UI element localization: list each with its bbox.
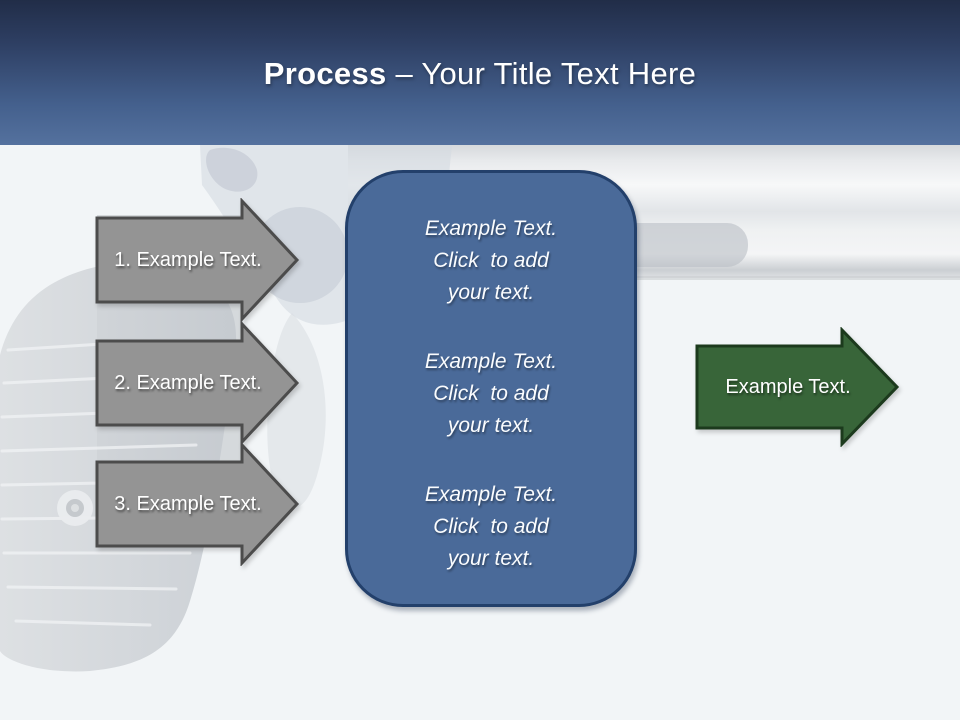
placeholder-line: Example Text. — [424, 217, 558, 240]
right-arrow-shape-icon — [95, 442, 300, 566]
placeholder-line: your text. — [447, 547, 535, 570]
title-bar: Process – Your Title Text Here — [0, 0, 960, 145]
placeholder-line: Click to add — [433, 382, 549, 405]
step-arrow-2-label: 2. Example Text. — [114, 371, 262, 394]
placeholder-text-block-3[interactable]: Example Text. Click to add your text. — [348, 479, 634, 575]
placeholder-line: Example Text. — [424, 483, 558, 506]
right-arrow-shape-icon — [95, 321, 300, 445]
text-panel: Example Text. Click to add your text. Ex… — [345, 170, 637, 607]
step-arrow-3-label: 3. Example Text. — [114, 492, 262, 515]
result-arrow[interactable]: Example Text. — [695, 327, 900, 447]
right-arrow-shape-icon — [695, 327, 900, 447]
page-title-rest: – Your Title Text Here — [395, 56, 697, 91]
page-title[interactable]: Process – Your Title Text Here — [0, 52, 960, 96]
placeholder-line: your text. — [447, 414, 535, 437]
placeholder-line: Click to add — [433, 249, 549, 272]
page-title-emphasis: Process — [263, 56, 387, 91]
step-arrow-1[interactable]: 1. Example Text. — [95, 198, 300, 322]
right-arrow-shape-icon — [95, 198, 300, 322]
step-arrow-1-label: 1. Example Text. — [114, 248, 262, 271]
result-arrow-label: Example Text. — [725, 375, 851, 398]
step-arrow-2[interactable]: 2. Example Text. — [95, 321, 300, 445]
placeholder-line: Example Text. — [424, 350, 558, 373]
placeholder-line: Click to add — [433, 515, 549, 538]
placeholder-text-block-1[interactable]: Example Text. Click to add your text. — [348, 213, 634, 309]
placeholder-line: your text. — [447, 281, 535, 304]
placeholder-text-block-2[interactable]: Example Text. Click to add your text. — [348, 346, 634, 442]
step-arrow-3[interactable]: 3. Example Text. — [95, 442, 300, 566]
